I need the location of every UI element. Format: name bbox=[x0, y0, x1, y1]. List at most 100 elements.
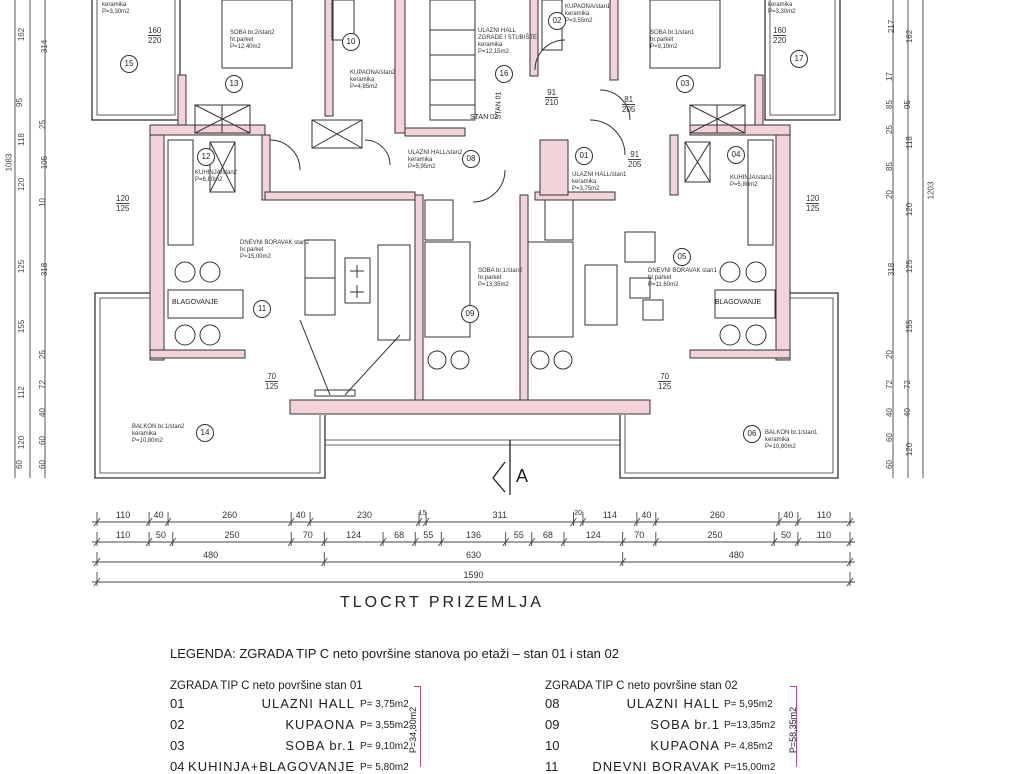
room-number: 16 bbox=[495, 65, 513, 83]
side-dimension-value: 318 bbox=[887, 262, 897, 277]
legend-code: 10 bbox=[545, 738, 560, 753]
dimension-value: 70 bbox=[302, 530, 313, 540]
room-number: 12 bbox=[197, 148, 215, 166]
room-number: 13 bbox=[225, 75, 243, 93]
dining-label-left: BLAGOVANJE bbox=[172, 299, 219, 306]
room-number: 04 bbox=[727, 146, 745, 164]
dimension-lines bbox=[14, 0, 924, 587]
room-number: 17 bbox=[790, 50, 808, 68]
dim-value: 70 bbox=[658, 372, 672, 382]
room-number: 05 bbox=[673, 248, 691, 266]
legend-stan02-title: ZGRADA TIP C neto površine stan 02 bbox=[545, 680, 738, 692]
dim-value: 160 bbox=[773, 26, 787, 36]
legend-area: P=13,35m2 bbox=[724, 720, 776, 731]
dimension-value: 1590 bbox=[463, 570, 484, 580]
legend-bracket bbox=[414, 686, 421, 767]
balcony-15 bbox=[91, 0, 181, 121]
room-number: 09 bbox=[461, 305, 479, 323]
dim-value: 205 bbox=[628, 160, 642, 169]
side-dimension-value: 40 bbox=[902, 408, 912, 417]
dimension-value: 250 bbox=[224, 530, 240, 540]
side-dimension-value: 120 bbox=[905, 442, 915, 457]
room-label: ULAZNI HALL/stan2 keramika P=5,95m2 bbox=[408, 150, 463, 170]
balconies bbox=[91, 0, 841, 479]
room-label: DNEVNI BORAVAK stan1 hr.parket P=11,60m2 bbox=[648, 268, 717, 288]
room-label: SOBA br.1/stan1 hr.parket P=9,10m2 bbox=[650, 30, 695, 50]
room-number: 14 bbox=[196, 424, 214, 442]
dimension-value: 70 bbox=[634, 530, 645, 540]
legend-name: SOBA br.1 bbox=[650, 717, 720, 732]
dimension-value: 250 bbox=[707, 530, 723, 540]
side-dimension-value: 60 bbox=[884, 460, 894, 469]
room-number: 06 bbox=[743, 425, 761, 443]
dimension-value: 40 bbox=[295, 510, 306, 520]
side-dimension-value: 162 bbox=[905, 29, 915, 44]
legend-code: 01 bbox=[170, 696, 185, 711]
dimension-value: 110 bbox=[115, 530, 131, 540]
legend-code: 03 bbox=[170, 738, 185, 753]
dimension-value: 230 bbox=[357, 510, 373, 520]
room-number: 08 bbox=[462, 150, 480, 168]
side-dimension-value: 85 bbox=[884, 100, 894, 109]
room-number: 03 bbox=[676, 75, 694, 93]
dimension-value: 311 bbox=[492, 510, 507, 520]
dim-value: 220 bbox=[773, 36, 787, 45]
dimension-value: 55 bbox=[513, 530, 524, 540]
side-dimension-value: 120 bbox=[17, 435, 27, 450]
dining-label-right: BLAGOVANJE bbox=[715, 299, 762, 306]
room-label: BALKON br.1/stan2 keramika P=10,80m2 bbox=[132, 424, 185, 444]
legend-name: DNEVNI BORAVAK bbox=[592, 759, 720, 774]
side-dimension-value: 60 bbox=[37, 460, 47, 469]
side-dimension-value: 318 bbox=[40, 262, 50, 277]
room-number: 02 bbox=[548, 12, 566, 30]
dimension-value: 55 bbox=[423, 530, 434, 540]
dimension-value: 110 bbox=[115, 510, 131, 520]
side-dimension-value: 25 bbox=[37, 120, 47, 129]
dimension-value: 630 bbox=[465, 550, 482, 560]
room-label: ULAZNI HALL ZGRADE i STUBIŠTE keramika P… bbox=[478, 28, 538, 55]
side-dimension-value: 17 bbox=[884, 72, 894, 81]
dim-value: 160 bbox=[148, 26, 162, 36]
legend-name: ULAZNI HALL bbox=[261, 696, 355, 711]
legend-stan02-total: P=58,35m2 bbox=[788, 706, 799, 754]
furniture bbox=[167, 0, 776, 397]
dimension-value: 50 bbox=[781, 530, 792, 540]
dimension-value: 40 bbox=[641, 510, 652, 520]
legend-code: 08 bbox=[545, 696, 560, 711]
balcony-17 bbox=[764, 0, 841, 121]
side-dimension-value: 60 bbox=[37, 436, 47, 445]
legend-area: P= 3,75m2 bbox=[360, 699, 409, 710]
legend-area: P= 3,55m2 bbox=[360, 720, 409, 731]
side-dimension-value: 112 bbox=[16, 386, 26, 399]
side-dimension-value: 20 bbox=[884, 190, 894, 199]
room-label: keramika P=3,30m2 bbox=[768, 2, 796, 15]
room-number: 15 bbox=[120, 55, 138, 73]
dimension-value: 20 bbox=[574, 510, 583, 517]
room-number: 10 bbox=[342, 33, 360, 51]
drawing-title: TLOCRT PRIZEMLJA bbox=[340, 594, 544, 611]
room-label: BALKON br.1/stan1 keramika P=10,80m2 bbox=[765, 430, 818, 450]
dim-value: 210 bbox=[545, 98, 559, 107]
dimension-value: 124 bbox=[585, 530, 601, 540]
side-dimension-value: 72 bbox=[902, 380, 912, 389]
side-dimension-value: 125 bbox=[905, 259, 915, 274]
balcony-06 bbox=[619, 292, 839, 479]
legend-code: 11 bbox=[545, 759, 559, 774]
side-dimension-value: 155 bbox=[905, 319, 915, 334]
legend-code: 04 bbox=[170, 759, 185, 774]
dim-value: 125 bbox=[116, 204, 130, 213]
dimension-value: 68 bbox=[394, 530, 405, 540]
dim-value: 91 bbox=[628, 150, 642, 160]
side-dimension-value: 162 bbox=[17, 27, 27, 42]
walls bbox=[149, 0, 791, 415]
side-dimension-value: 118 bbox=[904, 136, 914, 149]
side-dimension-value: 25 bbox=[884, 125, 894, 134]
dimension-value: 50 bbox=[155, 530, 166, 540]
room-number: 11 bbox=[253, 300, 271, 318]
side-dimension-value: 155 bbox=[17, 319, 27, 334]
side-dimension-value: 60 bbox=[14, 460, 24, 469]
